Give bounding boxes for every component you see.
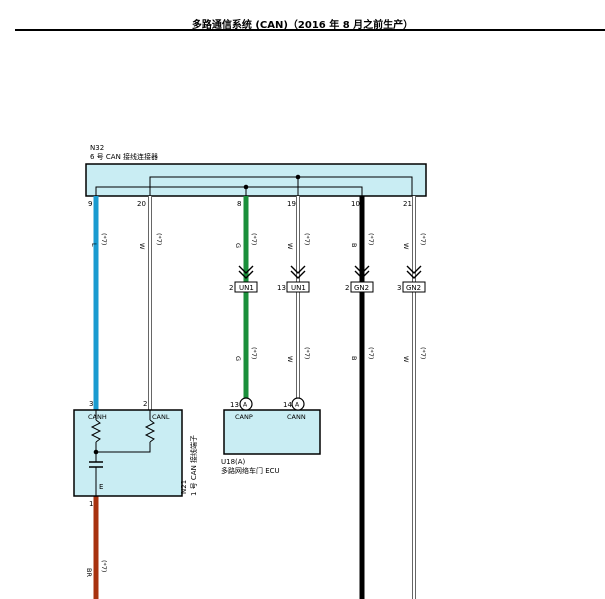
n21-pin-canh: 3 [89,400,93,408]
n21-internal-circuit [89,410,156,496]
resistor-symbol [90,419,102,443]
connector-pin: 13 [277,284,286,292]
wire-note: (*7) [155,233,163,245]
n32-pin-20: 20 [137,200,146,208]
connector-label: GN2 [406,284,421,292]
connector-un1-a [234,281,258,293]
wire-note: (*7) [367,347,375,359]
wire-label: W [402,243,410,250]
n32-pin-9: 9 [88,200,92,208]
wire-note: (*7) [250,347,258,359]
wire-note: (*7) [419,233,427,245]
connector-gn2-b [402,281,426,293]
wire-label: G [234,356,242,361]
connector-circle-a [291,397,305,411]
wire-note: (*7) [419,347,427,359]
wire-label: W [402,356,410,363]
wire-label: W [286,356,294,363]
wire-label: B [350,243,358,247]
n32-internal-bus [95,176,413,196]
junction-dot [295,174,301,180]
header-rule [15,29,605,31]
wire-label: L [90,243,98,247]
n21-ref: N21 [180,480,188,494]
connector-circle-label: A [243,402,248,409]
junction-dot [243,184,249,190]
wire-label: G [234,243,242,248]
n32-ref: N32 [90,144,104,152]
wire-label: B [350,356,358,360]
connector-pin: 3 [397,284,401,292]
n21-label-canh: CANH [88,413,107,421]
n21-name: 1 号 CAN 接线端子 [189,435,198,496]
wire-label: W [138,243,146,250]
n32-pin-10: 10 [351,200,360,208]
page-title: 多路通信系统 (CAN)（2016 年 8 月之前生产） [191,20,414,31]
wire-note: (*7) [100,560,108,572]
wire-label: BR [85,568,93,577]
u18-pin-cann: 14 [283,401,292,409]
n32-connector-box [85,163,427,197]
wire-note: (*7) [100,233,108,245]
connector-circle-label: A [295,402,300,409]
wire-label: W [286,243,294,250]
u18-pin-canp: 13 [230,401,239,409]
connector-gn2-a [350,281,374,293]
n32-pin-21: 21 [403,200,412,208]
n32-pin-8: 8 [237,200,241,208]
connector-label: GN2 [354,284,369,292]
u18-ecu-box [223,409,321,455]
connector-label: UN1 [239,284,254,292]
connector-un1-b [286,281,310,293]
connector-label: UN1 [291,284,306,292]
u18-name: 多路网络车门 ECU [221,466,280,475]
u18-label-cann: CANN [287,413,306,421]
resistor-symbol [144,419,156,443]
connector-pin: 2 [229,284,233,292]
n32-name: 6 号 CAN 接线连接器 [90,152,158,161]
junction-dot [93,449,99,455]
n21-pin-e: 1 [89,500,93,508]
n21-label-canl: CANL [152,413,170,421]
connector-chevrons [238,265,422,279]
connector-circle-a [239,397,253,411]
u18-ref: U18(A) [221,458,246,466]
wire-note: (*7) [303,347,311,359]
wire-note: (*7) [367,233,375,245]
n21-pin-canl: 2 [143,400,147,408]
connector-pin: 2 [345,284,349,292]
wire-note: (*7) [303,233,311,245]
u18-label-canp: CANP [235,413,253,421]
wire-note: (*7) [250,233,258,245]
n32-pin-19: 19 [287,200,296,208]
n21-terminal-box [73,409,183,497]
n21-label-e: E [99,483,103,491]
